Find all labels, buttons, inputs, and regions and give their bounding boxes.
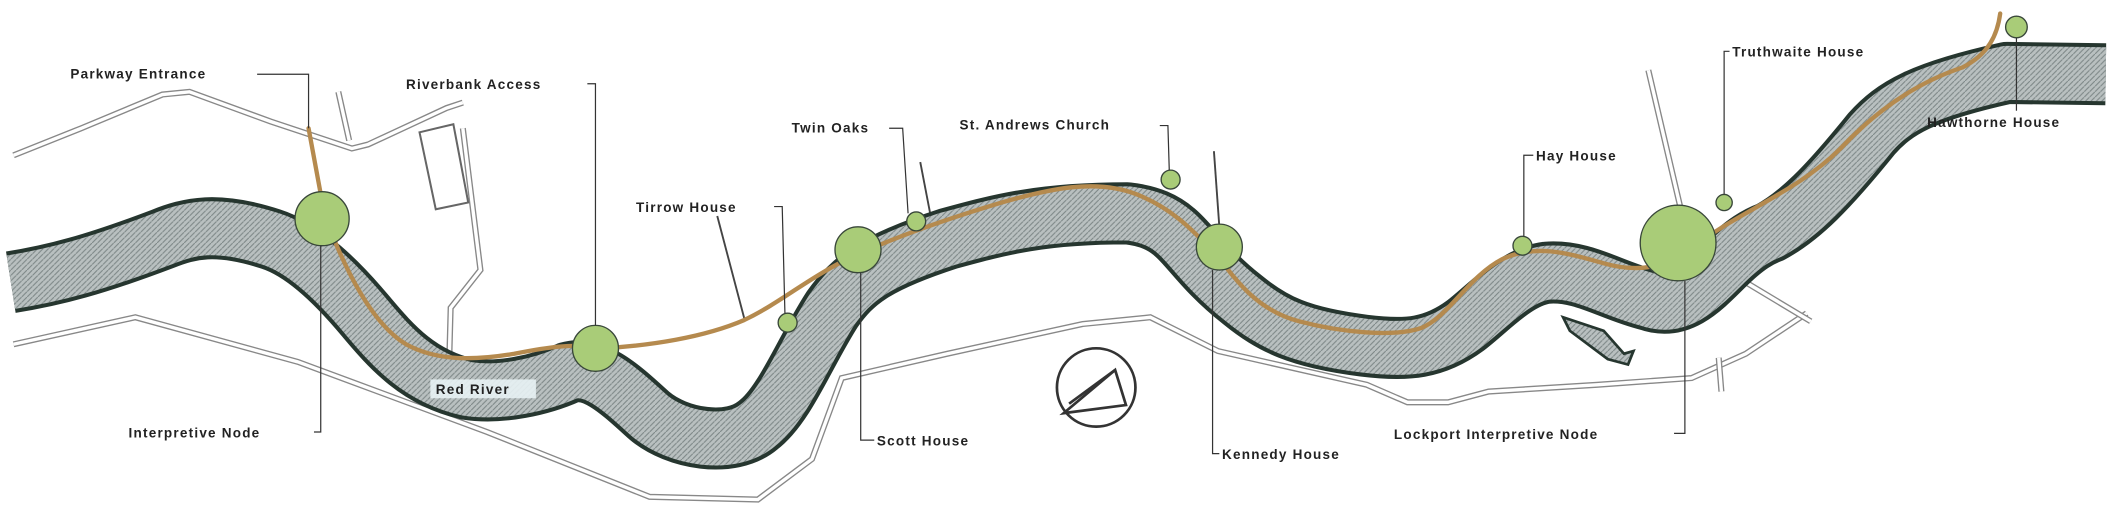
- place-labels: Parkway Entrance Riverbank Access Twin O…: [70, 45, 2060, 462]
- node-kennedy-house[interactable]: [1195, 223, 1244, 271]
- label-hay-house: Hay House: [1536, 149, 1617, 164]
- node-tirrow-house[interactable]: [777, 312, 798, 333]
- north-arrow-icon: [1055, 346, 1137, 428]
- node-interpretive[interactable]: [294, 191, 350, 247]
- label-scott-house: Scott House: [877, 434, 969, 449]
- red-river: Red River: [5, 41, 2107, 470]
- parkway-trail: [306, 11, 2003, 361]
- node-st-andrews-church[interactable]: [1160, 169, 1181, 190]
- label-st-andrews-church: St. Andrews Church: [960, 118, 1111, 133]
- leader-lines: [257, 37, 2018, 455]
- label-kennedy-house: Kennedy House: [1222, 447, 1340, 462]
- nodes: [294, 15, 2028, 372]
- label-riverbank-access: Riverbank Access: [406, 77, 541, 92]
- label-interpretive-node: Interpretive Node: [129, 425, 261, 440]
- label-tirrow-house: Tirrow House: [636, 200, 737, 215]
- node-lockport-interpretive[interactable]: [1639, 204, 1717, 282]
- node-hawthorne-house[interactable]: [2004, 15, 2028, 39]
- node-riverbank-access[interactable]: [571, 324, 620, 372]
- roads: [12, 69, 1813, 503]
- node-truthwaite-house[interactable]: [1715, 193, 1733, 212]
- river-label: Red River: [436, 382, 510, 397]
- label-parkway-entrance: Parkway Entrance: [70, 66, 206, 81]
- label-twin-oaks: Twin Oaks: [792, 120, 870, 135]
- label-lockport-interpretive-node: Lockport Interpretive Node: [1394, 427, 1598, 442]
- node-scott-house[interactable]: [834, 226, 882, 274]
- node-hay-house[interactable]: [1512, 235, 1533, 256]
- node-twin-oaks[interactable]: [906, 211, 927, 232]
- label-hawthorne-house: Hawthorne House: [1927, 115, 2060, 130]
- label-truthwaite-house: Truthwaite House: [1732, 45, 1864, 60]
